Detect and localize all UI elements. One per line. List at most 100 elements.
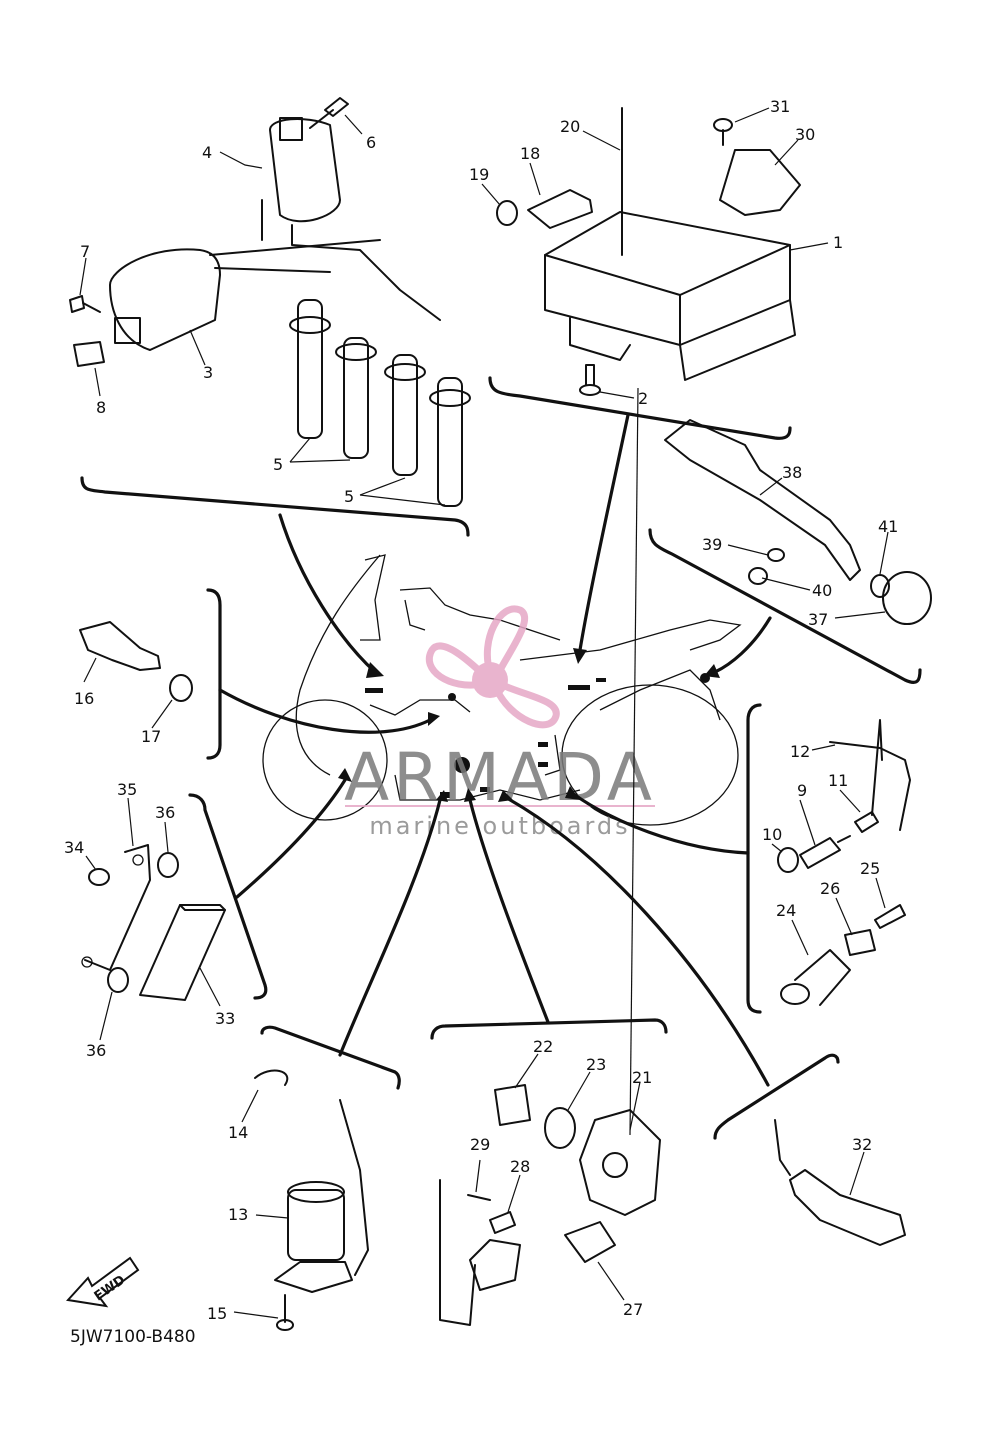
part-27-pickup <box>439 1179 616 1326</box>
label-35: 35 <box>117 780 137 799</box>
label-27: 27 <box>623 1300 643 1319</box>
label-3: 3 <box>203 363 213 382</box>
part-3-ignition-coil <box>109 239 381 351</box>
part-14-clip <box>254 1069 289 1086</box>
part-7-bolt <box>69 295 101 313</box>
label-36b: 36 <box>86 1041 106 1060</box>
part-36-washer-b <box>107 967 129 993</box>
part-23-washer <box>544 1107 576 1149</box>
label-33: 33 <box>215 1009 235 1028</box>
part-6-bolt <box>309 97 349 129</box>
label-37: 37 <box>808 610 828 629</box>
part-number-labels: 1 2 3 4 5 5 6 7 8 9 10 11 12 13 14 15 16… <box>64 97 898 1323</box>
label-5b: 5 <box>344 487 354 506</box>
part-39-washer <box>767 548 785 562</box>
marker-3 <box>596 678 606 682</box>
part-5-plug-caps <box>289 299 471 507</box>
part-26-clamp <box>844 929 876 956</box>
diagram-code: 5JW7100-B480 <box>70 1327 196 1347</box>
label-36a: 36 <box>155 803 175 822</box>
label-7: 7 <box>80 242 90 261</box>
label-19: 19 <box>469 165 489 184</box>
label-17: 17 <box>141 727 161 746</box>
group-brackets <box>80 376 922 1140</box>
label-31: 31 <box>770 97 790 116</box>
label-40: 40 <box>812 581 832 600</box>
part-18-sensor <box>527 189 593 229</box>
part-28-clamp <box>489 1211 516 1234</box>
part-25-bolt <box>874 904 906 929</box>
marker-6 <box>538 762 548 767</box>
part-37-cap <box>882 571 932 625</box>
part-41-washer <box>870 574 890 598</box>
part-33-relay <box>139 904 226 1001</box>
label-12: 12 <box>790 742 810 761</box>
leader-lines <box>79 107 889 1319</box>
part-16-sensor <box>79 621 161 671</box>
label-38: 38 <box>782 463 802 482</box>
label-15: 15 <box>207 1304 227 1323</box>
part-1-ecu <box>544 211 796 381</box>
part-9-sensor <box>799 835 851 869</box>
part-15-bolt <box>276 1294 294 1331</box>
part-34-nut <box>88 868 110 886</box>
part-38-bracket <box>664 419 861 581</box>
label-29: 29 <box>470 1135 490 1154</box>
label-25: 25 <box>860 859 880 878</box>
part-8-clip <box>73 341 105 367</box>
label-23: 23 <box>586 1055 606 1074</box>
label-32: 32 <box>852 1135 872 1154</box>
label-41: 41 <box>878 517 898 536</box>
marker-1 <box>365 688 383 693</box>
watermark-tagline: marine outboards <box>369 812 630 840</box>
part-32-o2-sensor <box>774 1119 906 1246</box>
label-24: 24 <box>776 901 796 920</box>
label-18: 18 <box>520 144 540 163</box>
label-5a: 5 <box>273 455 283 474</box>
marker-dot-2 <box>454 757 470 773</box>
part-13-sensor <box>274 1099 369 1293</box>
marker-7 <box>480 787 490 792</box>
marker-dot-1 <box>448 693 456 701</box>
label-13: 13 <box>228 1205 248 1224</box>
label-6: 6 <box>366 133 376 152</box>
part-2-screw <box>579 364 601 396</box>
part-24-sensor <box>780 949 851 1006</box>
label-30: 30 <box>795 125 815 144</box>
marker-5 <box>538 742 548 747</box>
fwd-arrow-icon: FWD <box>66 1256 140 1308</box>
part-29-screw <box>467 1194 491 1201</box>
label-16: 16 <box>74 689 94 708</box>
label-1: 1 <box>833 233 843 252</box>
label-28: 28 <box>510 1157 530 1176</box>
watermark-brand: ARMADA <box>344 739 656 816</box>
label-11: 11 <box>828 771 848 790</box>
marker-2 <box>568 685 590 690</box>
label-4: 4 <box>202 143 212 162</box>
label-39: 39 <box>702 535 722 554</box>
part-35-bracket <box>81 844 151 971</box>
part-11-cap <box>854 719 883 833</box>
part-10-washer <box>777 847 799 873</box>
label-22: 22 <box>533 1037 553 1056</box>
part-19-washer <box>496 200 518 226</box>
label-10: 10 <box>762 825 782 844</box>
label-34: 34 <box>64 838 84 857</box>
watermark: ARMADA marine outboards <box>344 605 656 840</box>
part-4-ignition-coil <box>261 117 441 321</box>
part-31-screw <box>713 118 733 146</box>
label-2: 2 <box>638 389 648 408</box>
label-26: 26 <box>820 879 840 898</box>
part-17-washer <box>169 674 193 702</box>
label-8: 8 <box>96 398 106 417</box>
label-20: 20 <box>560 117 580 136</box>
label-14: 14 <box>228 1123 248 1142</box>
part-12-lead <box>829 741 911 831</box>
part-30-sensor <box>719 149 801 216</box>
part-36-washer-a <box>157 852 179 878</box>
label-9: 9 <box>797 781 807 800</box>
part-21-rotor <box>579 1109 661 1216</box>
part-40-nut <box>748 567 768 585</box>
part-22-bolt <box>494 1084 531 1126</box>
